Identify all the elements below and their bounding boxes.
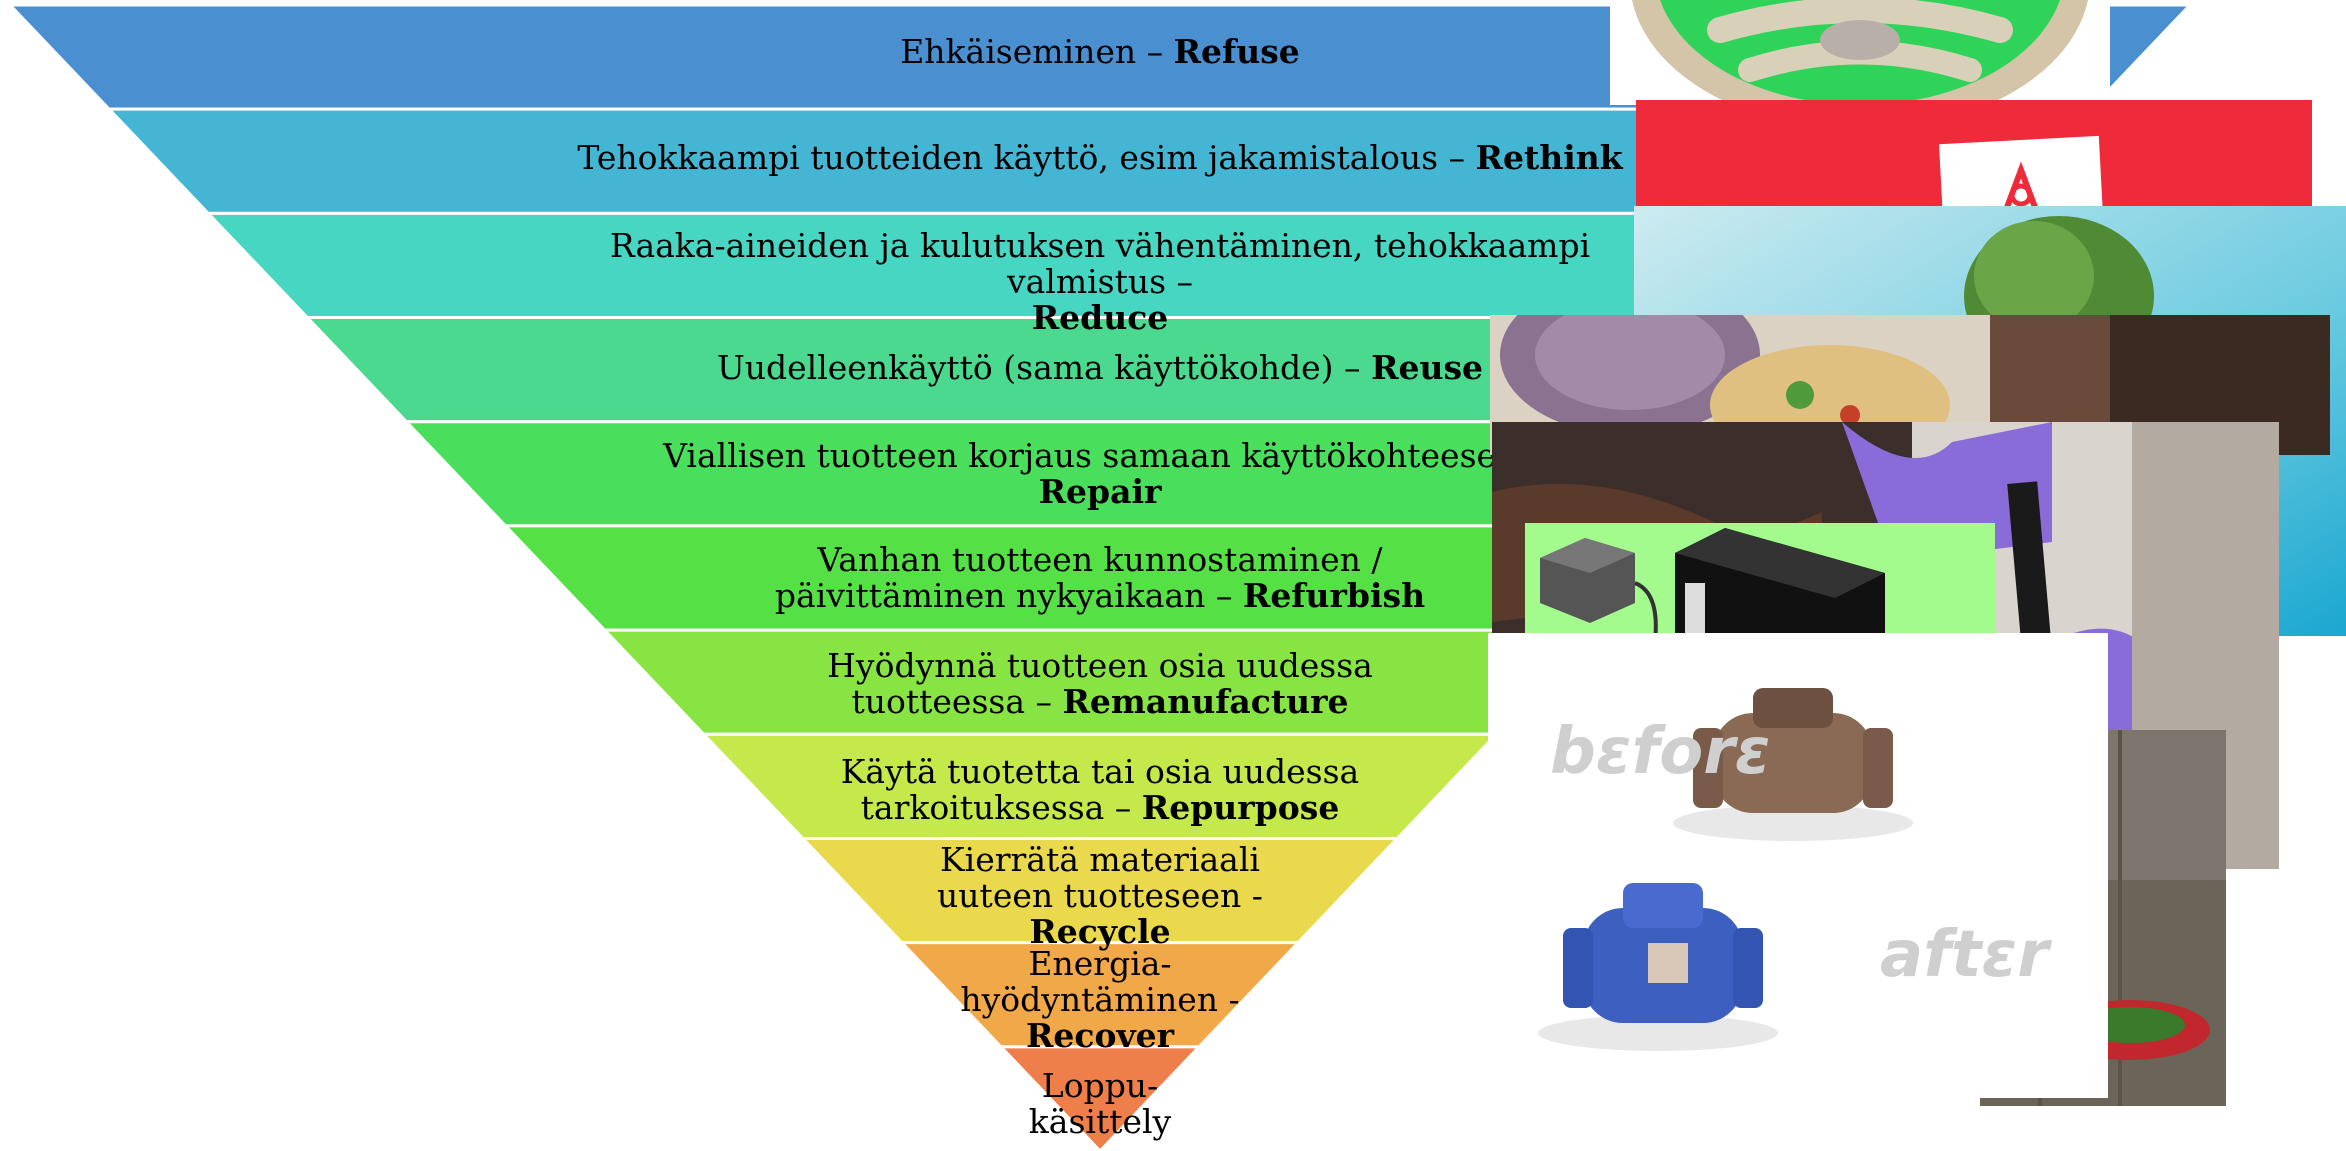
airbnb-sign-photo: [1636, 100, 2312, 210]
computer-case-diagram: [1525, 523, 1995, 641]
level-repair-label: Viallisen tuotteen korjaus samaan käyttö…: [663, 436, 1537, 511]
level-rethink-label: Tehokkaampi tuotteiden käyttö, esim jaka…: [577, 138, 1623, 177]
level-recycle-label: Kierrätä materiaali uuteen tuotteseen -R…: [937, 840, 1263, 951]
after-label: aftεr: [1880, 918, 2049, 992]
level-refurbish-label: Vanhan tuotteen kunnostaminen / päivittä…: [774, 540, 1426, 615]
level-refuse-label: Ehkäiseminen – Refuse: [900, 32, 1300, 71]
level-reduce-label: Raaka-aineiden ja kulutuksen vähentämine…: [609, 226, 1591, 337]
level-reuse-label: Uudelleenkäyttö (sama käyttökohde) – Reu…: [716, 348, 1484, 387]
level-remanufacture-label: Hyödynnä tuotteen osia uudessa tuotteess…: [827, 646, 1373, 721]
level-disposal-label: Loppu-käsittely: [1028, 1066, 1172, 1141]
before-after-valve-photo: bεforε aftεr: [1488, 633, 2108, 1098]
pyramid-level: [997, 1045, 1203, 1151]
spotify-logo-photo: [1610, 0, 2110, 105]
level-recover-label: Energia-hyödyntäminen - Recover: [960, 944, 1240, 1055]
level-repurpose-label: Käytä tuotetta tai osia uudessa tarkoitu…: [840, 752, 1360, 827]
before-label: bεforε: [1550, 715, 1771, 789]
